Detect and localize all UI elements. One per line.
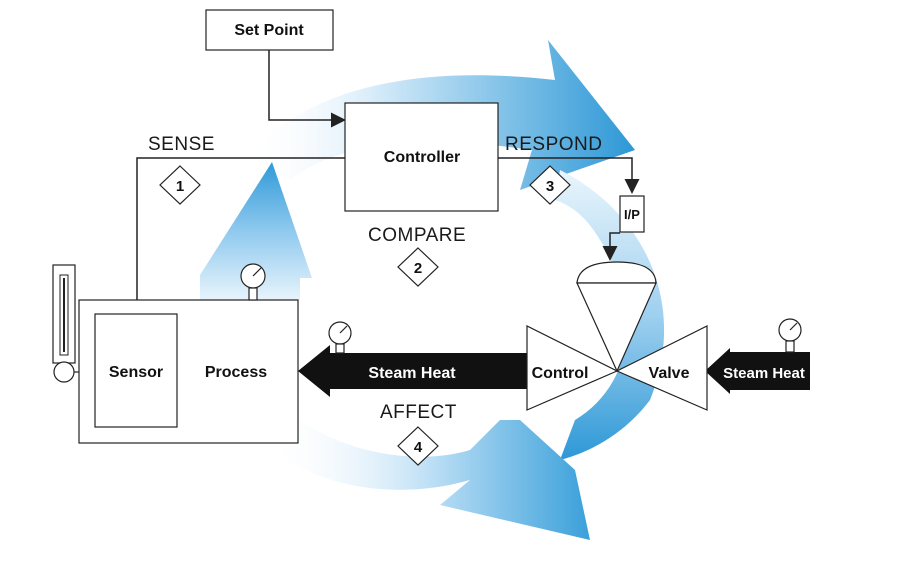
control-label: Control	[532, 365, 589, 382]
loop-arrow-right	[555, 170, 665, 460]
steam-heat-right-label: Steam Heat	[723, 365, 805, 382]
signal-lines	[136, 50, 640, 300]
sensor-box	[94, 313, 178, 428]
step-2-diamond: 2	[397, 247, 439, 287]
pressure-gauge-left-icon	[328, 321, 352, 354]
step-3-diamond: 3	[529, 165, 571, 205]
step-3-number: 3	[546, 178, 554, 195]
steam-heat-arrow-right: Steam Heat	[705, 348, 810, 394]
step-1-diamond: 1	[159, 165, 201, 205]
step-4-number: 4	[414, 439, 423, 456]
valve-label: Valve	[649, 365, 690, 382]
control-valve: Control Valve	[526, 261, 708, 411]
process-label: Process	[205, 364, 267, 381]
valve-actuator	[576, 261, 657, 284]
loop-arrow-left	[200, 162, 312, 300]
sensor-label: Sensor	[109, 364, 163, 381]
steam-heat-left-label: Steam Heat	[368, 365, 456, 382]
valve-body-left	[526, 325, 619, 411]
level-gauge-icon	[52, 264, 79, 383]
set-point-box: Set Point	[205, 9, 334, 51]
controller-box: Controller	[344, 102, 499, 212]
pressure-gauge-icon	[240, 263, 266, 301]
step-2-number: 2	[414, 260, 422, 277]
affect-label: AFFECT	[380, 402, 457, 423]
process-tank: Sensor Process	[78, 299, 299, 444]
step-1-number: 1	[176, 178, 184, 195]
ip-label: I/P	[624, 207, 640, 222]
set-point-label: Set Point	[234, 22, 304, 39]
step-4-diamond: 4	[397, 426, 439, 466]
controller-label: Controller	[384, 149, 460, 166]
loop-arrow-bottom	[265, 420, 590, 540]
ip-transducer: I/P	[619, 195, 645, 233]
compare-label: COMPARE	[368, 225, 466, 246]
valve-body-right	[615, 325, 708, 411]
respond-label: RESPOND	[505, 134, 602, 155]
pressure-gauge-right-icon	[778, 318, 802, 353]
valve-diaphragm	[576, 282, 657, 373]
steam-heat-arrow-left: Steam Heat	[298, 345, 530, 397]
sense-label: SENSE	[148, 134, 215, 155]
